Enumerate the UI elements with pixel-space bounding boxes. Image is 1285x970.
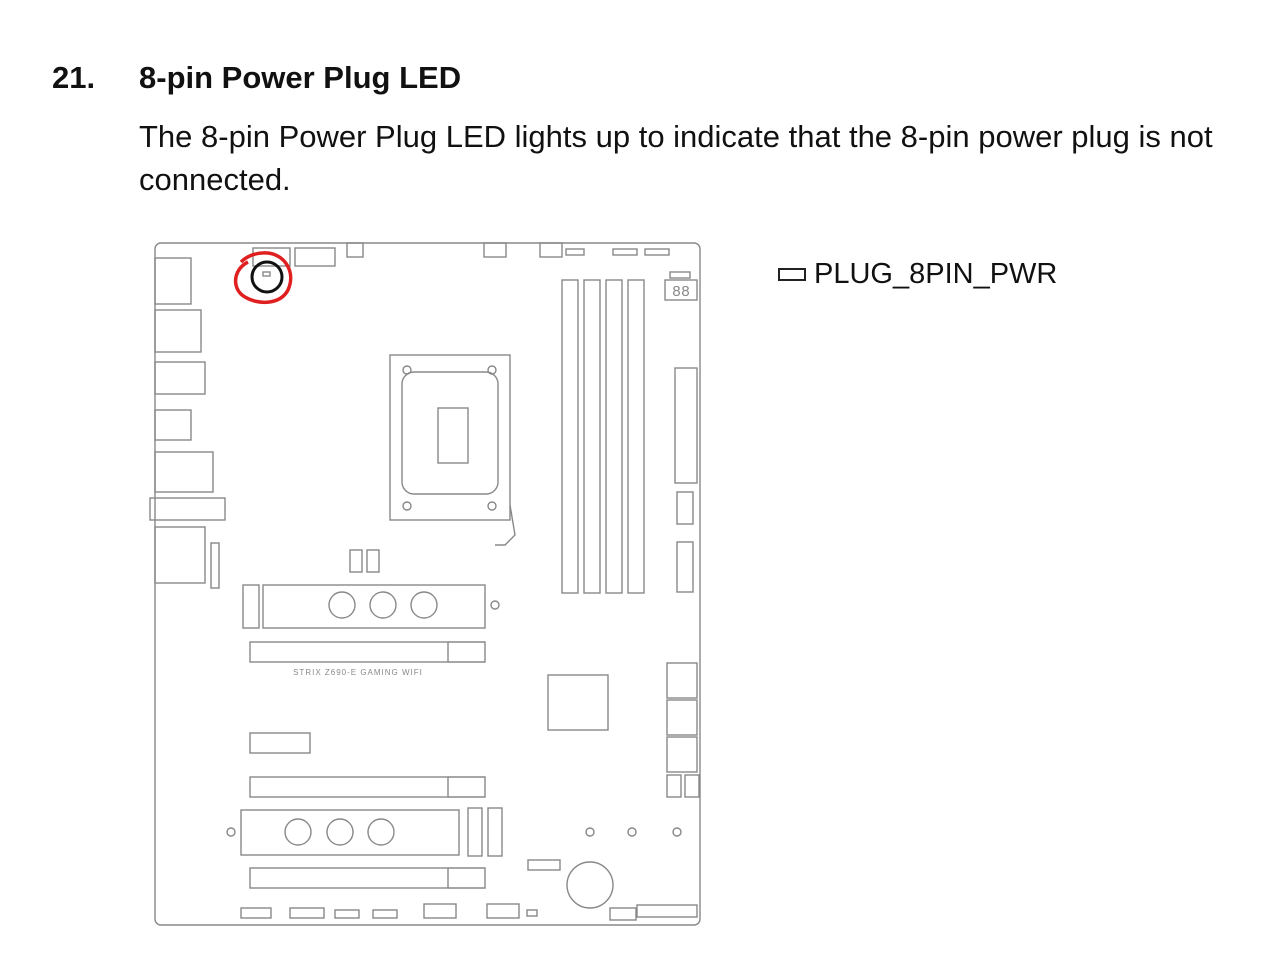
section-title: 8-pin Power Plug LED: [139, 60, 462, 95]
board-outline: [154, 242, 701, 926]
dimm-slot: [583, 279, 601, 594]
m2-heatsink: [240, 809, 460, 856]
cmos-battery: [566, 861, 614, 909]
pcie-slot: [249, 867, 449, 889]
cpu-socket: [389, 354, 511, 521]
debug-display-digits: 88: [672, 284, 690, 301]
led-ring: [250, 260, 284, 294]
debug-display: [664, 279, 698, 301]
sata-port: [666, 736, 698, 773]
dimm-slot: [627, 279, 645, 594]
dimm-slot: [561, 279, 579, 594]
pcie-slot: [249, 641, 449, 663]
io-port: [154, 309, 202, 353]
io-port: [149, 497, 226, 521]
cpu-power-connector: [252, 247, 291, 267]
board-model-text: STRIX Z690-E GAMING WIFI: [293, 668, 423, 677]
plug-8pin-pwr-led: [262, 271, 271, 277]
io-port: [154, 526, 206, 584]
m2-heatsink: [262, 584, 486, 629]
highlight-ring: [233, 251, 293, 305]
led-callout: PLUG_8PIN_PWR: [778, 258, 1057, 291]
led-icon: [778, 268, 806, 281]
dimm-slot: [605, 279, 623, 594]
sata-port: [666, 699, 698, 736]
sata-port: [666, 662, 698, 699]
io-port: [154, 257, 192, 305]
cpu-power-connector-8pin: [294, 247, 336, 267]
io-port: [154, 409, 192, 441]
io-header: [210, 542, 220, 589]
section-number: 21.: [52, 60, 96, 95]
pcie-slot: [249, 776, 449, 798]
section-description: The 8-pin Power Plug LED lights up to in…: [139, 119, 1213, 197]
led-callout-label: PLUG_8PIN_PWR: [814, 258, 1058, 290]
io-port: [154, 451, 214, 493]
m2-slot: [242, 584, 260, 629]
cpu-die: [437, 407, 469, 464]
atx-24pin-connector: [674, 367, 698, 484]
io-port: [154, 361, 206, 395]
